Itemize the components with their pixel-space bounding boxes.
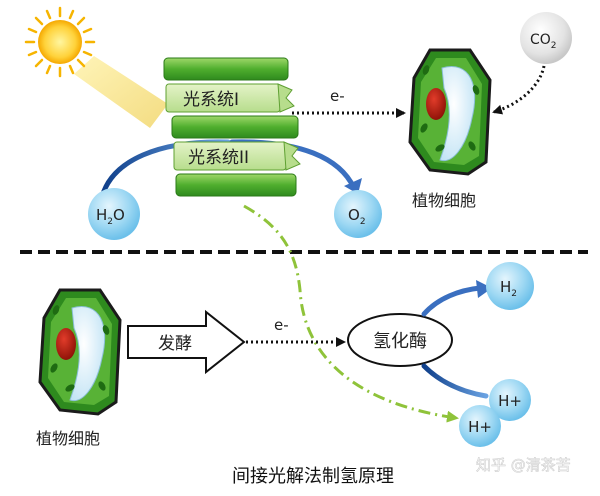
electron-label-bottom: e-	[274, 316, 289, 334]
plant-cell-top	[408, 48, 492, 176]
watermark: 知乎 @清茶苦	[476, 456, 571, 474]
carbon-transfer-path	[243, 204, 459, 423]
oxygen-molecule	[334, 190, 382, 238]
electron-label-top: e-	[330, 87, 345, 105]
diagram-caption: 间接光解法制氢原理	[232, 466, 394, 487]
proton-1	[489, 379, 531, 421]
plant-cell-top-label: 植物细胞	[412, 191, 476, 210]
co2-label: CO2	[530, 32, 557, 51]
photosystem-1-label: 光系统I	[183, 90, 239, 110]
proton-input-arrow	[421, 363, 489, 399]
sun-icon	[24, 6, 96, 78]
hydrogen-output-arrow	[421, 285, 483, 317]
hydrogenase-enzyme	[347, 313, 453, 367]
oxygen-label: O2	[348, 206, 366, 227]
hydrogen-label: H2	[500, 278, 517, 299]
plant-cell-bottom-label: 植物细胞	[36, 429, 100, 448]
hydrogen-output-arrow-head	[476, 280, 492, 298]
water-molecule	[88, 188, 140, 240]
photosystem-2-label: 光系统II	[188, 148, 249, 168]
hydrogen-molecule	[486, 262, 534, 310]
co2-molecule	[520, 12, 572, 64]
oxygen-arrow-head	[344, 178, 362, 194]
proton-1-label: H+	[498, 392, 522, 410]
proton-2	[459, 405, 501, 447]
light-beam	[74, 56, 168, 128]
proton-2-label: H+	[468, 418, 492, 436]
photosystem-stack	[163, 57, 301, 197]
fermentation-arrow	[127, 309, 246, 375]
plant-cell-bottom	[38, 288, 122, 416]
hydrogenase-label: 氢化酶	[373, 331, 427, 352]
co2-uptake-arrow	[492, 65, 546, 115]
fermentation-label: 发酵	[158, 334, 192, 354]
water-label: H2O	[96, 206, 125, 227]
